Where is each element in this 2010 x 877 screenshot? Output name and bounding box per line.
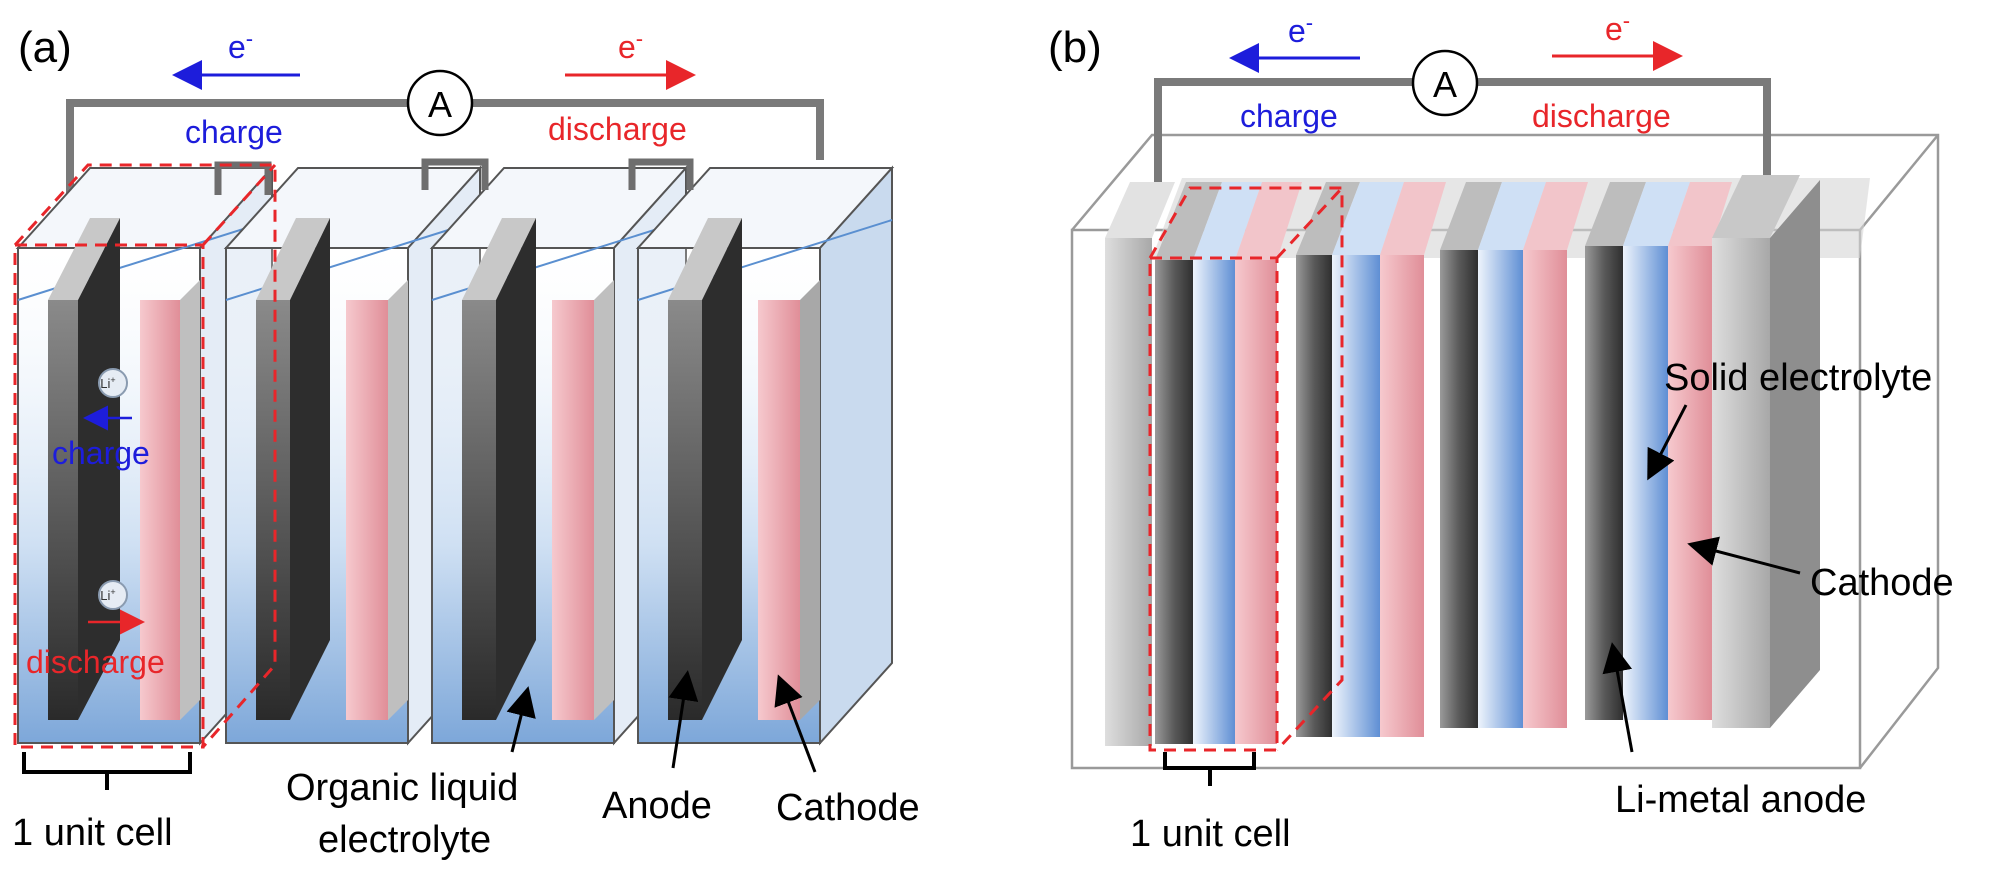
panel-a-organic-label-2: electrolyte bbox=[318, 819, 491, 861]
panel-b-label: (b) bbox=[1048, 23, 1102, 72]
panel-b-anode-2 bbox=[1296, 255, 1332, 737]
panel-b-electron-right: e- bbox=[1605, 8, 1630, 47]
panel-a-cathode-1 bbox=[140, 300, 180, 720]
panel-a-organic-label-1: Organic liquid bbox=[286, 767, 518, 809]
panel-a-anode-4 bbox=[668, 300, 702, 720]
panel-b-anode-3 bbox=[1440, 250, 1478, 728]
panel-b-solid-electrolyte-pointer bbox=[1647, 404, 1688, 481]
panel-a-li-ion-charge: Li+ bbox=[98, 368, 128, 398]
panel-a-organic-pointer bbox=[506, 686, 536, 753]
panel-a-label: (a) bbox=[18, 23, 72, 72]
panel-b-cathode-2 bbox=[1380, 255, 1424, 737]
panel-a-unit-cell-label: 1 unit cell bbox=[12, 812, 173, 854]
panel-b-cathode-label: Cathode bbox=[1810, 562, 1954, 604]
panel-a-anode-1 bbox=[48, 300, 78, 720]
panel-a-anode-label: Anode bbox=[602, 785, 712, 827]
panel-b-solid-electrolyte-label: Solid electrolyte bbox=[1664, 357, 1932, 399]
panel-a-electron-left: e- bbox=[228, 26, 253, 65]
panel-b-ammeter: A bbox=[1411, 49, 1479, 117]
panel-b-circuit-wire bbox=[1154, 78, 1771, 210]
panel-b-solid-electrolyte-1 bbox=[1193, 260, 1235, 744]
panel-b-li-metal-anode-label: Li-metal anode bbox=[1615, 779, 1866, 821]
panel-a-charge-label: charge bbox=[185, 114, 283, 150]
svg-text:Li+: Li+ bbox=[100, 375, 115, 391]
panel-b-charge-label: charge bbox=[1240, 98, 1338, 134]
panel-b-solid-electrolyte-2 bbox=[1332, 255, 1380, 737]
panel-b-solid-electrolyte-3 bbox=[1478, 250, 1523, 728]
panel-b-anode-pointer bbox=[1602, 642, 1634, 753]
panel-a-li-ion-discharge: Li+ bbox=[98, 580, 128, 610]
panel-a: (a) A e- e- charge discharge bbox=[12, 23, 920, 861]
panel-a-cathode-pointer bbox=[774, 674, 817, 773]
panel-b-layer-stack bbox=[1152, 178, 1870, 744]
panel-b-anode-4 bbox=[1585, 246, 1623, 720]
panel-b-cathode-pointer bbox=[1687, 536, 1801, 575]
panel-a-cathode-2 bbox=[346, 300, 388, 720]
panel-b-end-plate-right bbox=[1712, 175, 1820, 728]
panel-a-anode-2 bbox=[256, 300, 290, 720]
panel-a-ammeter-symbol: A bbox=[428, 84, 452, 125]
panel-a-ion-charge-label: charge bbox=[52, 435, 150, 471]
panel-b-cathode-4 bbox=[1668, 246, 1712, 720]
panel-b-solid-electrolyte-4 bbox=[1623, 246, 1668, 720]
panel-b: (b) A e- e- charge discharge bbox=[1048, 8, 1954, 855]
panel-b-end-plate-left bbox=[1105, 182, 1175, 746]
panel-a-cathode-4 bbox=[758, 300, 800, 720]
panel-a-ion-discharge-label: discharge bbox=[26, 644, 165, 680]
panel-a-cathode-label: Cathode bbox=[776, 787, 920, 829]
panel-a-cell-4 bbox=[635, 165, 895, 746]
panel-a-cathode-3 bbox=[552, 300, 594, 720]
panel-b-unit-cell-bracket bbox=[1163, 752, 1256, 786]
panel-a-discharge-label: discharge bbox=[548, 111, 687, 147]
panel-a-electron-right: e- bbox=[618, 26, 643, 65]
panel-b-ammeter-symbol: A bbox=[1433, 64, 1457, 105]
panel-a-unit-cell-bracket bbox=[22, 752, 192, 790]
panel-b-cathode-1 bbox=[1235, 260, 1277, 744]
svg-text:Li+: Li+ bbox=[100, 587, 115, 603]
panel-b-cathode-3 bbox=[1523, 250, 1567, 728]
panel-b-discharge-label: discharge bbox=[1532, 98, 1671, 134]
panel-a-unit-cell-outline bbox=[13, 163, 277, 749]
panel-a-ammeter: A bbox=[406, 69, 474, 137]
panel-b-unit-cell-label: 1 unit cell bbox=[1130, 813, 1291, 855]
panel-a-anode-3 bbox=[462, 300, 496, 720]
panel-b-unit-cell-outline bbox=[1148, 186, 1344, 752]
panel-b-electron-left: e- bbox=[1288, 10, 1313, 49]
panel-a-circuit-wire bbox=[66, 99, 824, 195]
panel-b-anode-1 bbox=[1155, 260, 1193, 744]
panel-a-anode-pointer bbox=[668, 670, 699, 769]
